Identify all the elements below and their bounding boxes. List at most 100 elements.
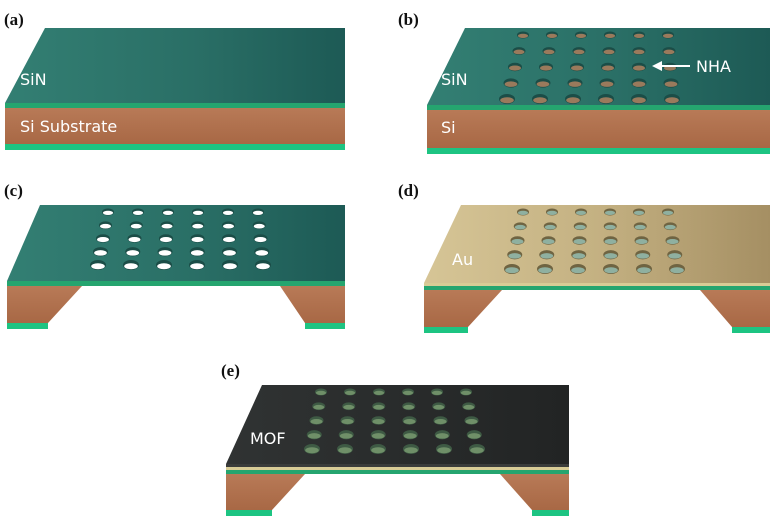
nanohole-interior — [504, 81, 518, 87]
nanohole-interior — [505, 267, 519, 274]
nanohole-interior — [604, 33, 616, 38]
sin-front-edge — [5, 103, 345, 108]
membrane-front-edge — [7, 281, 345, 286]
nanohole-interior — [632, 81, 646, 87]
au-top-face — [424, 205, 770, 283]
nanohole-interior — [543, 49, 555, 55]
nanohole-interior — [253, 223, 265, 229]
nanohole-interior — [223, 250, 236, 256]
nanohole-interior — [604, 267, 618, 274]
nanohole-interior — [190, 263, 204, 270]
nanohole-interior — [666, 239, 679, 245]
nanohole-interior — [305, 447, 319, 454]
membrane-top-face — [7, 205, 345, 281]
nanohole-interior — [632, 97, 646, 104]
nanohole-interior — [433, 404, 445, 410]
nanohole-interior — [373, 390, 385, 395]
nanohole-interior — [662, 210, 674, 215]
nanohole-interior — [403, 404, 415, 410]
nanohole-interior — [124, 263, 138, 270]
nanohole-interior — [252, 210, 264, 215]
nanohole-interior — [373, 404, 385, 410]
nanohole-interior — [403, 419, 416, 425]
sin-front-edge — [424, 286, 770, 290]
nanohole-interior — [315, 390, 327, 395]
nanohole-interior — [633, 65, 645, 71]
nanohole-interior — [91, 263, 105, 270]
nanohole-interior — [508, 253, 522, 259]
nanohole-interior — [126, 250, 140, 256]
si-support-right — [700, 290, 770, 327]
panel-b: (b) SiN Si NHA — [398, 10, 770, 154]
nanohole-interior — [540, 65, 552, 71]
bottom-sin-right — [305, 323, 345, 329]
nanohole-interior — [158, 250, 172, 256]
nanohole-interior — [573, 49, 585, 55]
sin-front-edge — [427, 105, 770, 110]
panel-d: (d) Au — [398, 181, 770, 333]
sin-label: SiN — [20, 70, 47, 89]
sin-label: SiN — [441, 70, 468, 89]
nanohole-interior — [157, 263, 171, 270]
nanohole-interior — [636, 253, 650, 259]
nanohole-interior — [571, 267, 585, 274]
nanohole-interior — [634, 224, 646, 230]
nanohole-interior — [542, 239, 555, 245]
panel-label-d: (d) — [398, 181, 419, 200]
panel-label-b: (b) — [398, 10, 419, 29]
nanohole-interior — [339, 433, 353, 439]
nanohole-interior — [467, 433, 481, 439]
nanohole-interior — [128, 237, 141, 243]
nanohole-interior — [470, 447, 484, 454]
nanohole-interior — [343, 404, 355, 410]
nanohole-interior — [192, 210, 204, 215]
nanohole-interior — [434, 419, 447, 425]
nha-label: NHA — [696, 57, 731, 76]
nanohole-interior — [372, 419, 385, 425]
nanohole-interior — [371, 433, 385, 439]
nanohole-interior — [668, 253, 682, 259]
nanohole-interior — [662, 33, 674, 38]
nanohole-interior — [604, 253, 618, 259]
nanohole-interior — [223, 263, 237, 270]
nanohole-interior — [132, 210, 144, 215]
nanohole-interior — [663, 49, 675, 55]
panel-e: (e) MOF — [221, 361, 569, 516]
panel-label-c: (c) — [4, 181, 23, 200]
nanohole-interior — [604, 239, 617, 245]
nanohole-interior — [572, 253, 586, 259]
nanohole-interior — [604, 224, 616, 230]
nanohole-interior — [161, 223, 173, 229]
nanohole-interior — [223, 237, 235, 243]
nanohole-interior — [341, 419, 354, 425]
nanohole-interior — [500, 97, 514, 104]
au-front-edge — [424, 283, 770, 286]
nanohole-interior — [568, 81, 582, 87]
nanohole-interior — [371, 447, 385, 454]
nanohole-interior — [517, 210, 529, 215]
nanohole-interior — [664, 81, 678, 87]
nanohole-interior — [540, 253, 554, 259]
nanohole-interior — [514, 224, 526, 230]
nanohole-interior — [255, 250, 269, 256]
nanohole-interior — [546, 33, 558, 38]
nanohole-interior — [435, 433, 449, 439]
nanohole-interior — [190, 250, 204, 256]
nanohole-interior — [130, 223, 142, 229]
nanohole-interior — [403, 433, 417, 439]
nanohole-interior — [192, 223, 204, 229]
si-front — [427, 110, 770, 148]
si-support-left — [424, 290, 502, 327]
nanohole-interior — [191, 237, 204, 243]
nanohole-interior — [513, 49, 525, 55]
nanohole-interior — [102, 210, 114, 215]
nanohole-interior — [573, 239, 586, 245]
panel-label-e: (e) — [221, 361, 240, 380]
nanohole-interior — [509, 65, 521, 71]
bottom-sin-layer — [427, 148, 770, 154]
panel-a: (a) SiN Si Substrate — [4, 10, 345, 150]
nanohole-interior — [546, 210, 558, 215]
si-support-right — [280, 286, 345, 323]
nha-arrow-head — [652, 61, 662, 71]
au-front-edge — [226, 467, 569, 470]
